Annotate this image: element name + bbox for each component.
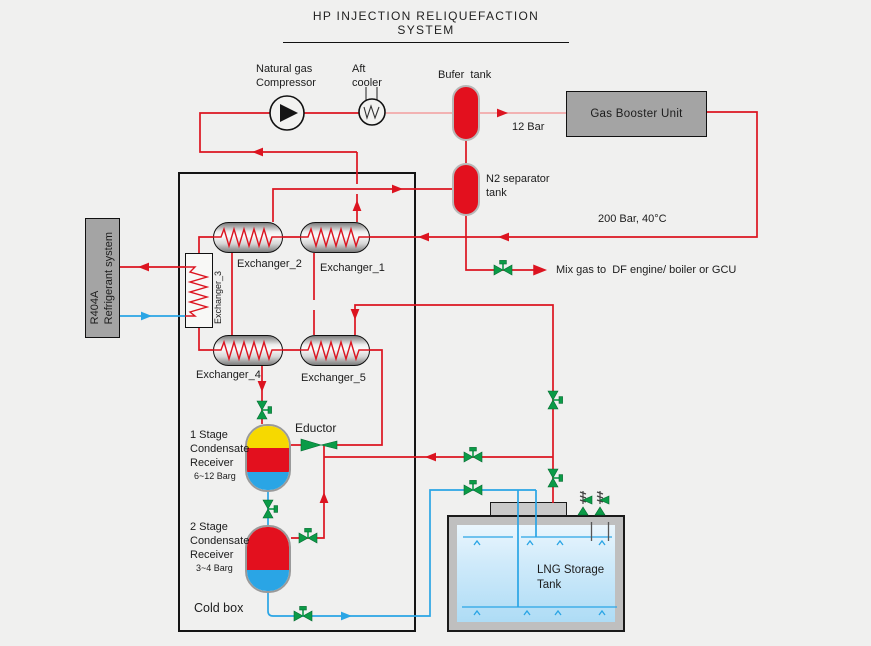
receiver1-vapor-section [247, 426, 289, 448]
cold-box-label: Cold box [194, 601, 244, 615]
bog-upper-valve-icon [547, 390, 564, 410]
eductor-suction-valve-icon [463, 446, 483, 463]
pressure-12bar-label: 12 Bar [512, 121, 545, 133]
lng-tank-label: LNG Storage Tank [537, 564, 605, 591]
exchanger-2-label: Exchanger_2 [237, 258, 302, 270]
bufer-tank-label: Bufer tank [438, 69, 492, 81]
gas-booster-label: Gas Booster Unit [590, 107, 683, 120]
receiver2-label: 2 Stage Condensate Receiver [190, 521, 250, 562]
eductor-label: Eductor [295, 421, 337, 435]
stage1-condensate-receiver [245, 424, 291, 492]
exchanger-1-vessel [300, 222, 370, 253]
r404a-label: R404A Refrigerant system [89, 231, 116, 325]
bufer-tank-vessel [452, 85, 480, 141]
compressor-label: Natural gas Compressor [256, 63, 316, 90]
receiver1-mid-section [247, 448, 289, 472]
n2-separator-label: N2 separator tank [486, 173, 550, 200]
page-title: HP INJECTION RELIQUEFACTION SYSTEM [283, 9, 569, 43]
receiver2-vapor-section [247, 527, 289, 570]
aft-cooler-icon [358, 87, 386, 126]
exchanger-5-label: Exchanger_5 [301, 372, 366, 384]
mix-gas-valve-icon [493, 259, 513, 276]
receiver1-liquid-section [247, 472, 289, 490]
exchanger-4-vessel [213, 335, 283, 366]
compressor-icon [269, 95, 305, 131]
n2-separator-vessel [452, 163, 480, 216]
tank-return-valve-icon [463, 479, 483, 496]
pressure-200bar-label: 200 Bar, 40°C [598, 213, 667, 225]
exchanger-4-label: Exchanger_4 [196, 369, 261, 381]
r404a-refrigerant-system: R404A Refrigerant system [85, 218, 120, 338]
receiver2-liquid-section [247, 570, 289, 591]
receiver1-pressure-label: 6~12 Barg [194, 471, 236, 481]
exchanger-3-vessel [185, 253, 213, 328]
gas-booster-unit: Gas Booster Unit [566, 91, 707, 137]
stage2-condensate-receiver [245, 525, 291, 593]
exchanger-5-vessel [300, 335, 370, 366]
bog-lower-valve-icon [547, 468, 564, 488]
exchanger-2-vessel [213, 222, 283, 253]
exchanger-3-label: Exchanger_3 [213, 270, 223, 324]
mix-gas-label: Mix gas to DF engine/ boiler or GCU [556, 264, 737, 276]
aft-cooler-label: Aft cooler [352, 63, 382, 90]
receiver2-pressure-label: 3~4 Barg [196, 563, 233, 573]
receiver1-label: 1 Stage Condensate Receiver [190, 429, 250, 470]
exchanger-1-label: Exchanger_1 [320, 262, 385, 274]
